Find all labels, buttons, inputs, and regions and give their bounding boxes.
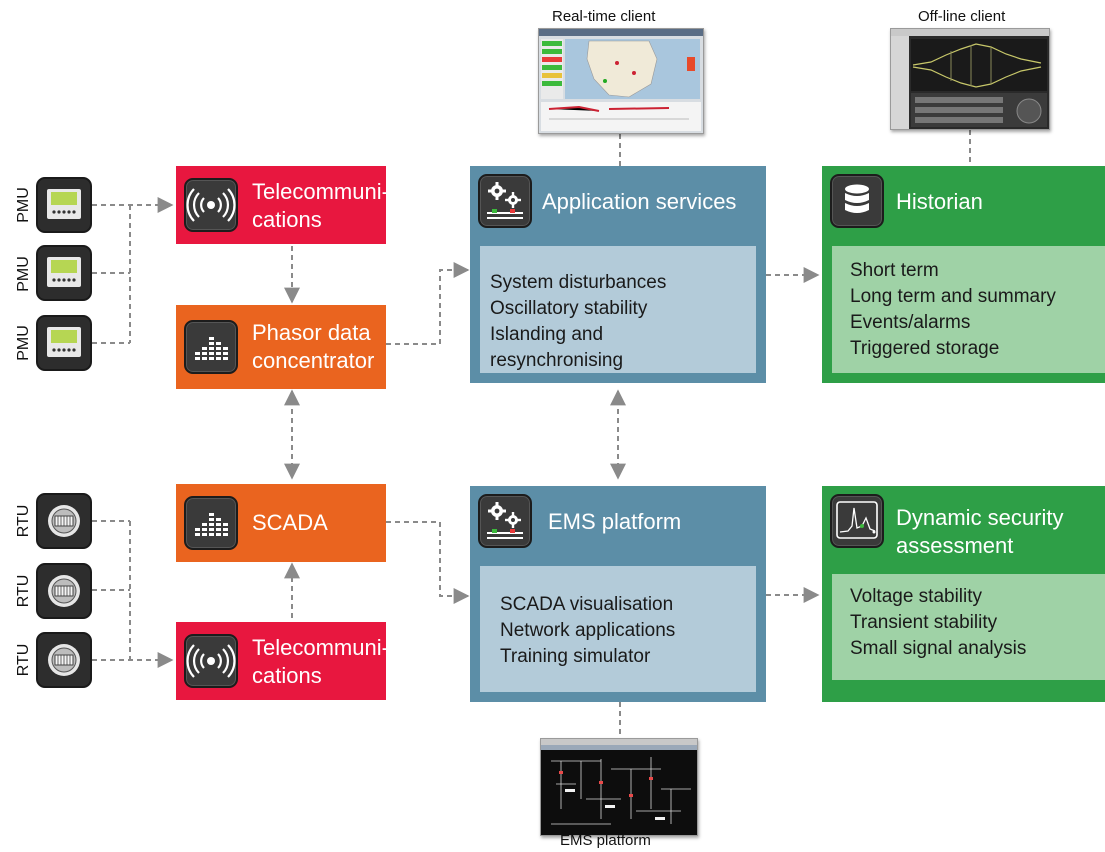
telecommunications-top-block: Telecommuni-cations [176,166,389,244]
ems-platform-screen-caption: EMS platform [560,832,651,849]
pmu-bus-line [92,205,131,344]
realtime-client-screenshot [538,28,704,134]
historian-block: Historian Short term Long term and summa… [822,166,1105,383]
radio-waves-icon [184,634,238,688]
list-item: Short term [850,260,939,281]
telecommunications-top-title: Telecommuni-cations [252,179,389,232]
gears-icon [478,494,532,548]
list-item: Network applications [500,620,676,641]
pmu-display-icon [47,257,81,287]
scada-to-ems-arrow [386,521,470,604]
telecommunications-bottom-block: Telecommuni-cations [176,622,389,700]
pmu-label: PMU [15,256,32,292]
offline-client-screenshot [890,28,1050,130]
rtu-meter-icon [48,505,80,537]
database-icon [830,174,884,228]
application-services-list: System disturbances Oscillatory stabilit… [480,246,756,373]
list-item: Small signal analysis [850,638,1027,659]
pmu-device [36,177,92,233]
oscilloscope-icon [830,494,884,548]
rtu-label: RTU [15,643,32,677]
realtime-client-caption: Real-time client [552,8,656,25]
list-item: Islanding and [490,324,604,345]
list-item: Training simulator [500,646,651,667]
list-item: resynchronising [490,350,624,371]
list-item: Voltage stability [850,586,983,607]
ems-platform-screenshot [540,738,698,836]
equalizer-bars-icon [184,496,238,550]
rtu-meter-icon [48,575,80,607]
scada-title: SCADA [252,510,328,535]
rtu-meter-icon [48,644,80,676]
pmu-label: PMU [15,187,32,223]
rtu-device [36,493,92,549]
list-item: System disturbances [490,272,667,293]
application-services-title: Application services [542,189,737,214]
telecommunications-bottom-title: Telecommuni-cations [252,635,389,688]
pmu-label: PMU [15,325,32,361]
radio-waves-icon [184,178,238,232]
dynamic-security-assessment-list: Voltage stability Transient stability Sm… [832,574,1105,680]
ems-platform-list: SCADA visualisation Network applications… [480,566,756,692]
pmu-display-icon [47,189,81,219]
list-item: Transient stability [850,612,998,633]
rtu-device [36,563,92,619]
rtu-label: RTU [15,574,32,608]
list-item: Oscillatory stability [490,298,648,319]
rtu-device [36,632,92,688]
pmu-device [36,315,92,371]
pdc-to-app-arrow [386,262,470,345]
equalizer-bars-icon [184,320,238,374]
scada-block: SCADA [176,484,386,562]
rtu-bus-line [92,520,131,660]
list-item: Long term and summary [850,286,1056,307]
list-item: Triggered storage [850,338,1000,359]
rtu-label: RTU [15,504,32,538]
historian-title: Historian [896,189,983,214]
application-services-block: Application services System disturbances… [470,166,766,383]
ems-platform-title: EMS platform [548,509,682,534]
ems-platform-block: EMS platform SCADA visualisation Network… [470,486,766,702]
gears-icon [478,174,532,228]
list-item: SCADA visualisation [500,594,674,615]
pmu-device [36,245,92,301]
pmu-display-icon [47,327,81,357]
offline-client-caption: Off-line client [918,8,1006,25]
historian-list: Short term Long term and summary Events/… [832,246,1105,373]
list-item: Events/alarms [850,312,971,333]
